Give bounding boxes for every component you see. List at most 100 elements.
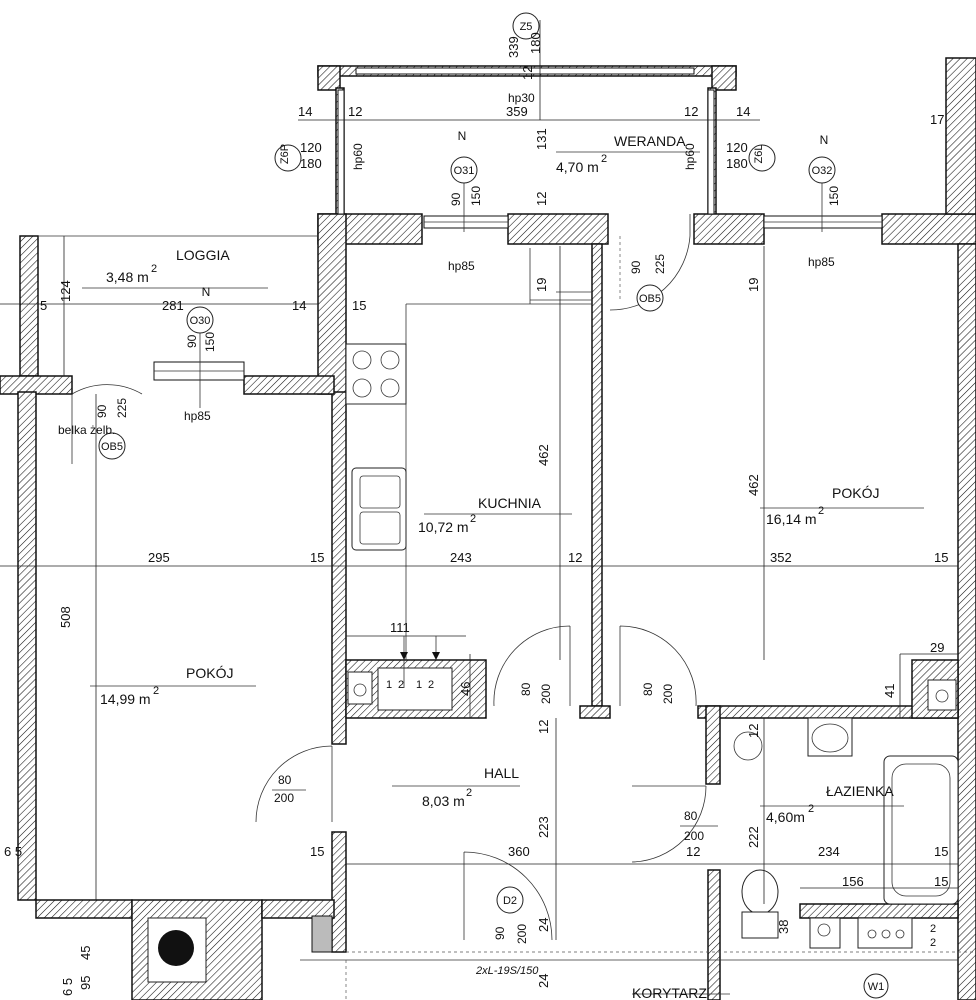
dim-234: 234 <box>818 844 840 859</box>
door-kitchen-swing <box>493 625 571 707</box>
dim-5: 5 <box>40 298 47 313</box>
dim-80-room-door: 80 <box>641 682 655 696</box>
markers <box>98 12 889 999</box>
north-room: N <box>820 133 829 147</box>
dim-15-bath: 15 <box>934 844 948 859</box>
door-left-height: 200 <box>274 791 294 805</box>
room-pokoj-left-name: POKÓJ <box>186 665 233 681</box>
dim-124: 124 <box>58 280 73 302</box>
walls <box>0 57 976 1000</box>
dim-90-ob5-left: 90 <box>95 404 109 418</box>
dim-462-room: 462 <box>746 474 761 496</box>
dim-150-o31: 150 <box>469 186 483 206</box>
dim-12-mid: 12 <box>568 550 582 565</box>
toilet <box>741 869 779 915</box>
dim-222: 222 <box>746 826 761 848</box>
dim-14-loggia: 14 <box>292 298 306 313</box>
wall-bath-left <box>705 705 721 785</box>
dim-462-kitchen: 462 <box>536 444 551 466</box>
dim-223: 223 <box>536 816 551 838</box>
marker-o32: O32 <box>812 165 833 177</box>
dim-200-d2: 200 <box>515 924 529 944</box>
room-lazienka-area: 4,60m <box>766 809 805 825</box>
wall-right-exterior <box>957 243 976 1000</box>
dim-24-bottom: 24 <box>536 974 551 988</box>
wall-bottom-left <box>35 899 133 919</box>
wall-bath-left-lower <box>707 869 721 1000</box>
label-hp85-kitchen: hp85 <box>448 259 475 273</box>
room-weranda-name: WERANDA <box>614 133 686 149</box>
dim-150-o32: 150 <box>827 186 841 206</box>
door-loggia-swing <box>71 384 143 464</box>
marker-o30: O30 <box>190 315 211 327</box>
dim-90-o31: 90 <box>449 192 463 206</box>
north-loggia: N <box>202 285 211 299</box>
room-korytarz-name: KORYTARZ <box>632 985 707 1000</box>
dim-6-5: 6 5 <box>4 844 22 859</box>
wall-veranda-left <box>317 65 341 91</box>
dim-359: 359 <box>506 104 528 119</box>
dim-90-d2: 90 <box>493 926 507 940</box>
label-hp60-left: hp60 <box>351 143 365 170</box>
shaft-num-1b: 1 <box>416 679 422 691</box>
label-hp60-right: hp60 <box>683 143 697 170</box>
dim-243: 243 <box>450 550 472 565</box>
dim-15-right: 15 <box>934 550 948 565</box>
boiler-kitchen <box>347 671 373 705</box>
marker-o31: O31 <box>454 165 475 177</box>
room-lazienka-sup: 2 <box>808 803 814 815</box>
dim-12-hall-top: 12 <box>536 720 551 734</box>
dim-225-ob5-left: 225 <box>115 398 129 418</box>
marker-d2: D2 <box>503 895 517 907</box>
door-left-room-swing <box>255 745 333 823</box>
windows <box>153 67 883 381</box>
room-weranda-sup: 2 <box>601 153 607 165</box>
dim-120-left: 120 <box>300 140 322 155</box>
room-pokoj-right-name: POKÓJ <box>832 485 879 501</box>
wall-kitchen-right <box>591 243 603 707</box>
shaft-num-2b: 2 <box>428 679 434 691</box>
marker-z6p: Z6P <box>279 144 291 164</box>
marker-d2-circle <box>496 886 524 914</box>
room-kuchnia-area: 10,72 m <box>418 519 469 535</box>
dim-352: 352 <box>770 550 792 565</box>
marker-o30-circle <box>186 306 214 334</box>
dim-15-hall: 15 <box>310 844 324 859</box>
wall-left-room-left <box>17 391 37 901</box>
room-lazienka-name: ŁAZIENKA <box>826 783 894 799</box>
wall-hall-left-lower <box>331 831 347 953</box>
label-hp85-room: hp85 <box>808 255 835 269</box>
room-kuchnia-sup: 2 <box>470 513 476 525</box>
wall-loggia-left <box>19 235 39 377</box>
marker-z5-circle <box>512 12 540 40</box>
label-vent: 2xL-19S/150 <box>475 965 539 977</box>
room-loggia-name: LOGGIA <box>176 247 230 263</box>
window-veranda-right <box>707 89 715 215</box>
dim-17: 17 <box>930 112 944 127</box>
room-pokoj-right-sup: 2 <box>818 505 824 517</box>
dim-281: 281 <box>162 298 184 313</box>
dim-46: 46 <box>458 682 473 696</box>
dim-80-kitchen-door: 80 <box>519 682 533 696</box>
wall-kitchen-left-lower <box>331 391 347 745</box>
dim-12-left: 12 <box>348 104 362 119</box>
dim-95: 95 <box>78 976 93 990</box>
dim-12-veranda: 12 <box>534 192 549 206</box>
room-loggia-sup: 2 <box>151 263 157 275</box>
cooktop <box>345 343 407 405</box>
marker-z6l: Z6L <box>753 145 765 164</box>
dim-12-hall: 12 <box>686 844 700 859</box>
bath-drain-round <box>733 731 763 761</box>
marker-w1-circle <box>863 973 889 999</box>
kitchen-sink <box>351 467 407 551</box>
wall-veranda-right <box>711 65 737 91</box>
window-veranda-top <box>355 67 695 75</box>
marker-o32-circle <box>808 156 836 184</box>
dim-12-top: 12 <box>520 66 535 80</box>
text-labels: Z5 Z6P Z6L O31 O32 O30 OB5 OB5 D2 W1 N N… <box>4 21 948 1000</box>
marker-o31-circle <box>450 156 478 184</box>
room-pokoj-left-sup: 2 <box>153 685 159 697</box>
room-kuchnia-name: KUCHNIA <box>478 495 542 511</box>
dim-29: 29 <box>930 640 944 655</box>
dim-12-bath-top: 12 <box>746 724 761 738</box>
